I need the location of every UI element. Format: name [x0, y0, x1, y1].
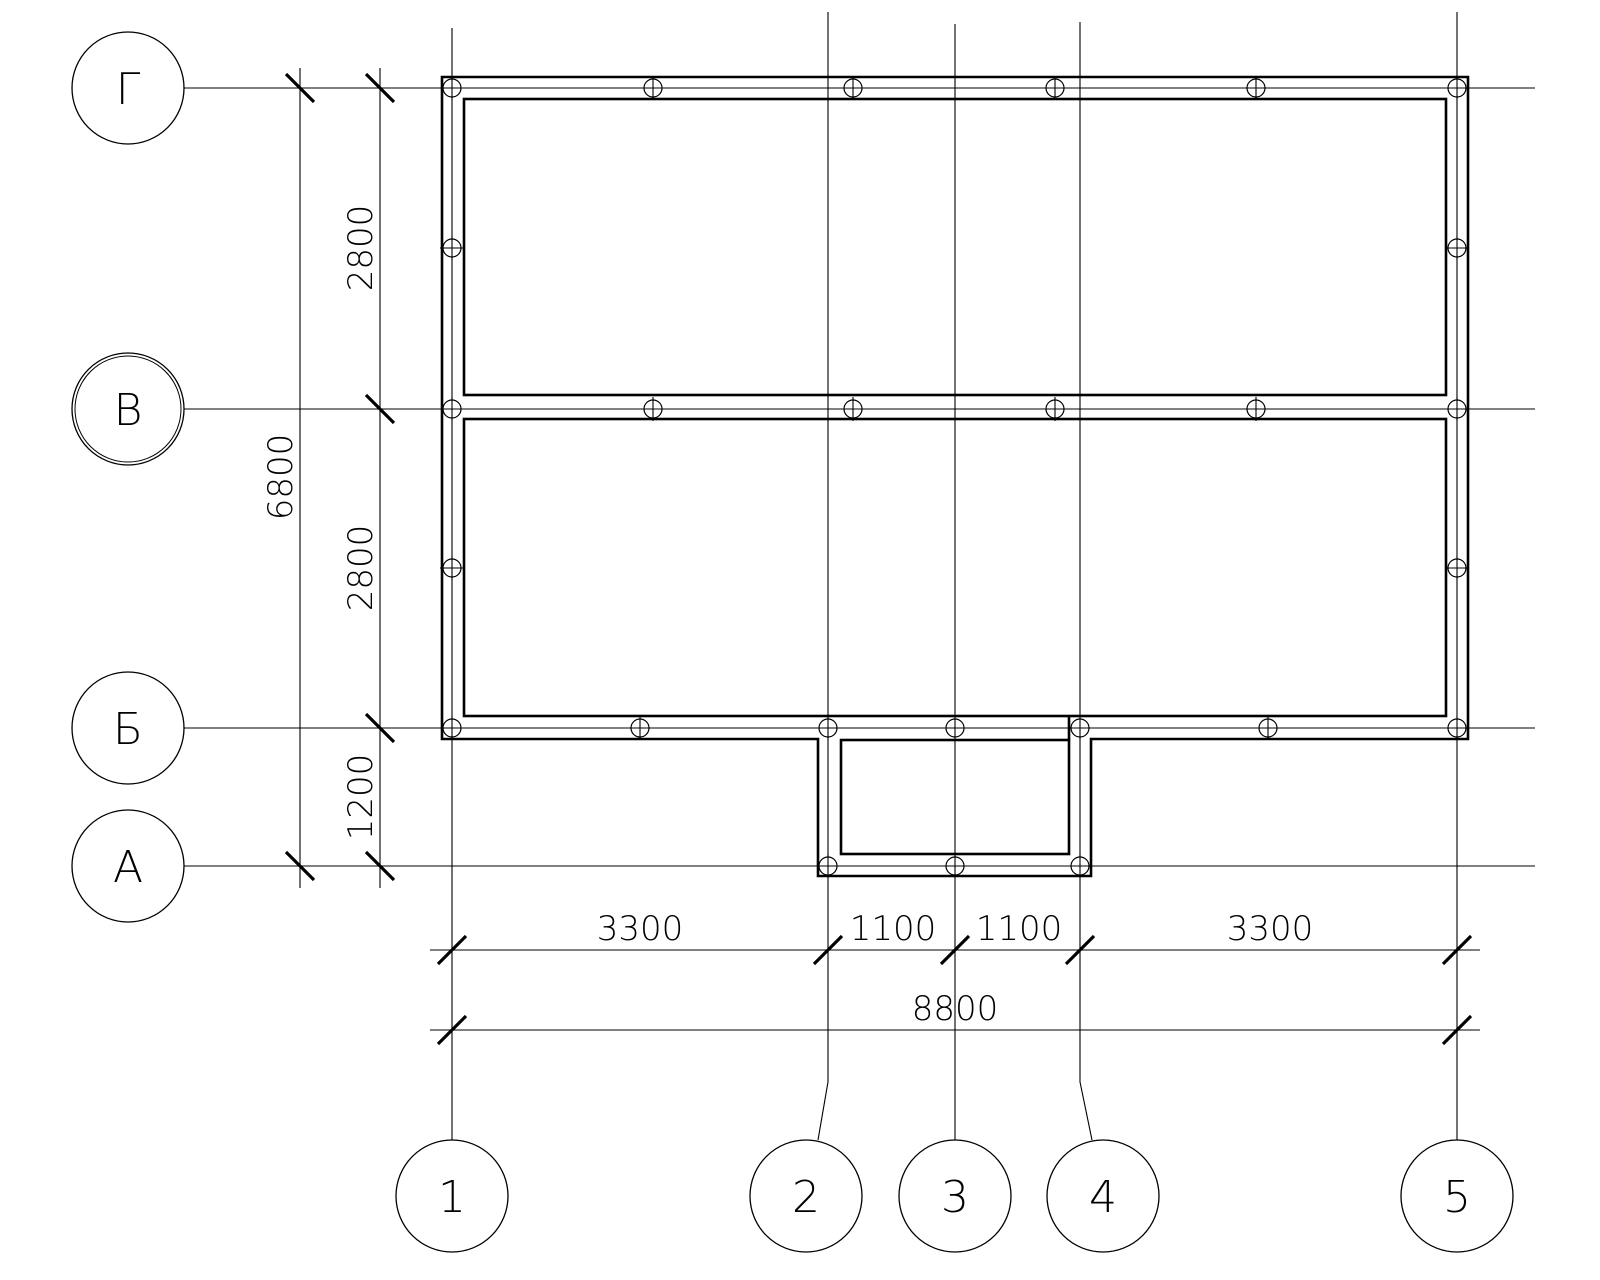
pile-marker — [440, 716, 464, 740]
axis-bubble-4 — [1046, 1139, 1160, 1253]
axis-bubble-2 — [749, 1139, 863, 1253]
column-axis-bubbles: 1 2 3 4 5 — [395, 1139, 1514, 1253]
pile-marker — [1043, 397, 1067, 421]
row-axis-lines — [182, 87, 1535, 867]
axis-label-4: 4 — [1089, 1172, 1117, 1223]
dim-tick — [1441, 1014, 1473, 1046]
axis-bubble-v-outline — [74, 355, 182, 463]
pile-marker — [1445, 236, 1469, 260]
pile-marker — [440, 397, 464, 421]
pile-marker — [841, 397, 865, 421]
pile-marker — [1068, 716, 1092, 740]
dim-label-total-horizontal: 8800 — [912, 989, 999, 1029]
dim-tick — [1441, 934, 1473, 966]
pile-marker — [641, 397, 665, 421]
dim-tick — [364, 393, 396, 425]
axis-line-2 — [817, 12, 829, 1141]
axis-label-2: 2 — [792, 1172, 820, 1223]
pile-marker — [1068, 854, 1092, 878]
pile-markers — [440, 76, 1469, 878]
axis-label-3: 3 — [941, 1172, 969, 1223]
vertical-dimensions: 6800 2800 2800 1200 — [261, 68, 396, 888]
column-axis-lines — [451, 12, 1458, 1141]
dim-label-segment-1: 2800 — [341, 205, 381, 292]
room-upper — [462, 97, 1448, 397]
axis-label-5: 5 — [1443, 1172, 1471, 1223]
pile-marker — [1256, 716, 1280, 740]
dim-tick — [284, 850, 316, 882]
dim-tick — [436, 934, 468, 966]
pile-marker — [440, 236, 464, 260]
dim-tick — [284, 72, 316, 104]
row-axis-bubbles: Г В Б А — [71, 31, 185, 923]
pile-marker — [1445, 716, 1469, 740]
dim-label-span-4: 3300 — [1227, 909, 1314, 949]
pile-marker — [440, 556, 464, 580]
dim-tick — [436, 1014, 468, 1046]
pile-marker — [1244, 76, 1268, 100]
axis-bubble-b — [71, 671, 185, 785]
pile-marker — [943, 716, 967, 740]
dim-tick — [364, 712, 396, 744]
pile-marker — [816, 716, 840, 740]
dim-tick — [812, 934, 844, 966]
pile-marker — [841, 76, 865, 100]
axis-label-1: 1 — [438, 1172, 466, 1223]
axis-bubble-g — [71, 31, 185, 145]
dim-label-segment-2: 2800 — [341, 525, 381, 612]
axis-bubble-3 — [898, 1139, 1012, 1253]
pile-marker — [440, 76, 464, 100]
dim-tick — [364, 850, 396, 882]
axis-label-g: Г — [116, 64, 141, 115]
pile-marker — [1043, 76, 1067, 100]
pile-marker — [1445, 397, 1469, 421]
dim-tick — [939, 934, 971, 966]
pile-marker — [943, 854, 967, 878]
dim-label-total-vertical: 6800 — [261, 434, 301, 521]
dim-label-segment-3: 1200 — [341, 754, 381, 841]
axis-label-a: А — [113, 842, 143, 893]
pile-marker — [816, 854, 840, 878]
pile-marker — [641, 76, 665, 100]
dim-tick — [1064, 934, 1096, 966]
pile-marker — [1445, 556, 1469, 580]
dim-tick — [364, 72, 396, 104]
dim-label-span-1: 3300 — [597, 909, 684, 949]
axis-label-b: Б — [113, 704, 143, 755]
dim-label-span-2: 1100 — [850, 909, 937, 949]
horizontal-dimensions: 3300 1100 1100 3300 8800 — [430, 909, 1480, 1046]
axis-bubble-a — [71, 809, 185, 923]
dim-label-span-3: 1100 — [976, 909, 1063, 949]
outer-wall-outline — [440, 75, 1470, 878]
axis-bubble-1 — [395, 1139, 509, 1253]
pile-marker — [1244, 397, 1268, 421]
pile-marker — [628, 716, 652, 740]
axis-line-4 — [1079, 22, 1093, 1141]
axis-bubble-5 — [1400, 1139, 1514, 1253]
axis-label-v: В — [114, 385, 143, 436]
pile-marker — [1445, 76, 1469, 100]
